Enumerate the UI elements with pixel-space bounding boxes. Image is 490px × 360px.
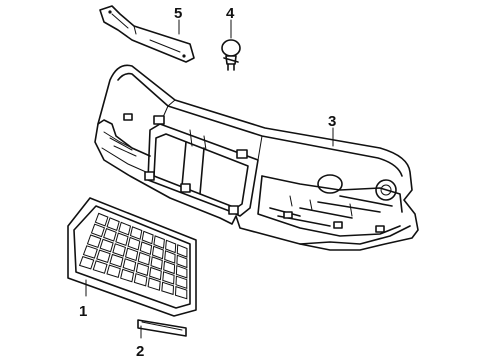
header-panel <box>94 64 419 251</box>
callout-4: 4 <box>226 5 235 22</box>
callout-3: 3 <box>328 113 336 130</box>
grille-cell <box>122 258 137 272</box>
grille-cell <box>163 260 176 275</box>
grille-cell <box>165 239 177 254</box>
grille-cell <box>175 275 188 289</box>
grille-cell <box>94 212 109 227</box>
bulb <box>221 39 241 71</box>
grille-cell <box>127 236 141 251</box>
grille-cell <box>150 256 163 270</box>
grille-cell <box>149 266 162 281</box>
grille-cell <box>92 260 108 274</box>
grille-cell <box>78 255 95 270</box>
grille-cell <box>90 223 106 238</box>
grille-cell <box>133 273 148 287</box>
grille-cell <box>86 234 102 249</box>
grille-cell <box>99 238 114 253</box>
grille-cell <box>115 232 129 247</box>
grille-cell <box>153 235 165 249</box>
grille-cell <box>125 247 139 262</box>
grille <box>67 197 197 317</box>
grille-cell <box>82 245 98 259</box>
grille-cell <box>141 230 154 245</box>
grille-cell <box>118 221 132 236</box>
grille-cell <box>135 262 150 277</box>
grille-cell <box>176 254 188 269</box>
grille-cell <box>103 227 117 242</box>
grille-cell <box>164 250 176 264</box>
grille-cell <box>174 285 188 300</box>
grille-cell <box>176 244 188 258</box>
grille-cell <box>96 249 111 264</box>
callout-2: 2 <box>136 343 144 360</box>
callout-5: 5 <box>174 5 182 22</box>
grille-cell <box>161 281 175 296</box>
grille-cell <box>129 226 143 240</box>
grille-cells <box>78 212 188 300</box>
grille-cell <box>147 277 161 291</box>
grille-cell <box>139 241 153 255</box>
grille-cell <box>137 251 151 266</box>
grille-cell <box>162 271 175 285</box>
bracket <box>99 5 195 63</box>
grille-cell <box>151 245 164 260</box>
callout-1: 1 <box>79 303 87 320</box>
grille-cell <box>109 253 124 268</box>
molding <box>137 319 187 337</box>
grille-cell <box>106 264 121 279</box>
grille-cell <box>106 217 120 231</box>
grille-cell <box>120 268 135 283</box>
grille-cell <box>112 243 126 257</box>
grille-cell <box>175 265 188 279</box>
